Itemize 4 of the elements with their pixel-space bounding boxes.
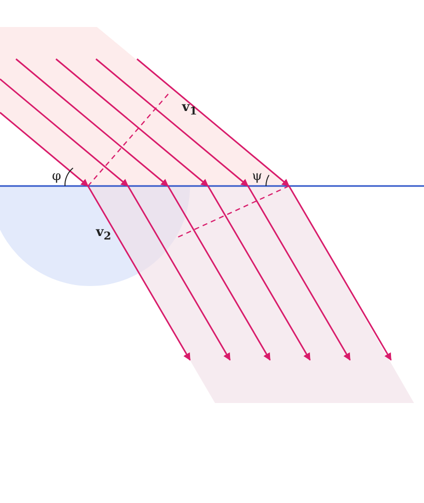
- angle-label: φ: [52, 170, 62, 183]
- velocity-label: v$_{2}$: [96, 226, 112, 242]
- velocity-label: v$_{1}$: [182, 101, 198, 118]
- angle-label: ψ: [252, 170, 262, 183]
